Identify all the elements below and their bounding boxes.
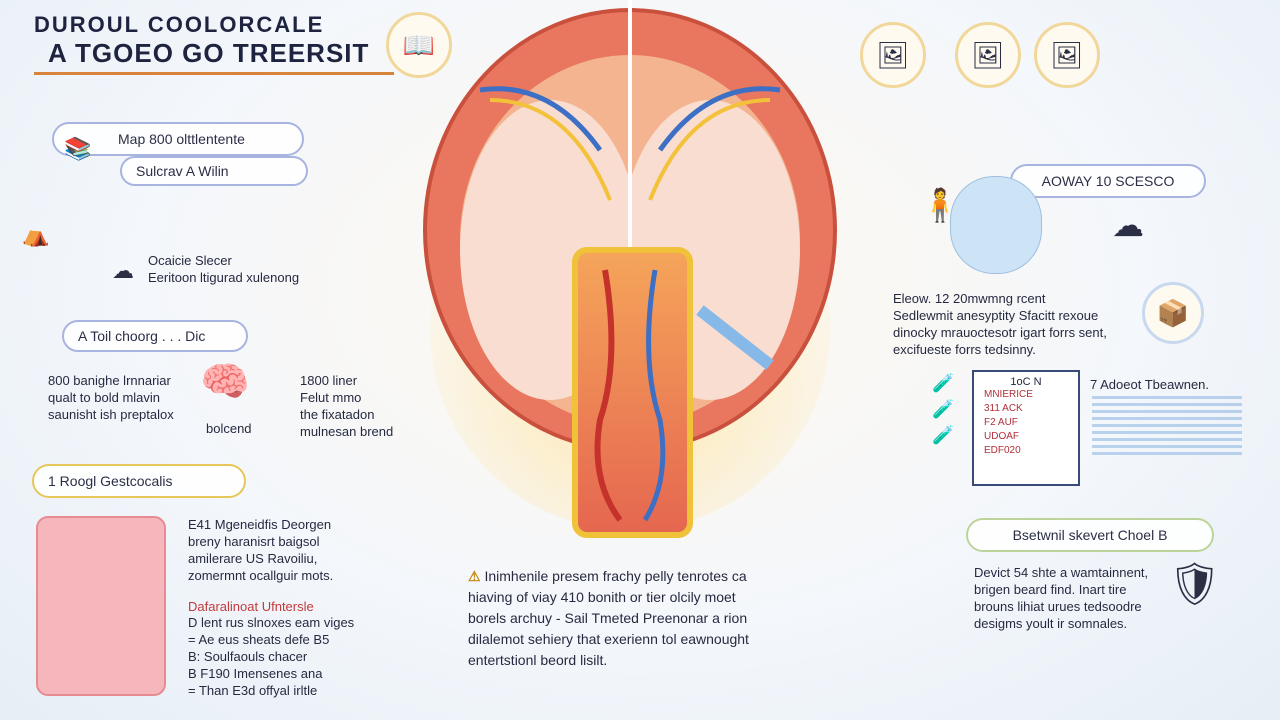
right-badge-2-text: Bsetwnil skevert Choel B: [1012, 527, 1168, 543]
left-nerve: [489, 98, 612, 201]
center-description: ⚠ Inimhenile presem frachy pelly tenrote…: [468, 566, 828, 671]
right-badge-2: Bsetwnil skevert Choel B: [966, 518, 1214, 552]
cloud-icon: ☁: [1112, 207, 1144, 243]
left-text-4-title: Dafaralinoat Ufntersle: [188, 599, 314, 614]
left-text-3: E41 Mgeneidfis Deorgen breny haranisrt b…: [188, 517, 334, 583]
faded-text-block: [1092, 396, 1242, 456]
outflow-arrow: [696, 305, 774, 370]
image-frame-icon: 🖼: [955, 22, 1021, 88]
right-text-1: Eleow. 12 20mwmng rcent Sedlewmit anesyp…: [893, 291, 1107, 357]
title-underline: [34, 72, 394, 75]
left-badge-3: 1 Roogl Gestcocalis: [32, 464, 246, 498]
left-text-2c: bolcend: [206, 421, 252, 436]
diagram-title-line1: DUROUL COOLORCALE: [34, 12, 325, 37]
cloud-icon: ☁: [112, 258, 134, 283]
data-card-row: UDOAF: [984, 431, 1019, 442]
image-frame-icon: 🖼: [1034, 22, 1100, 88]
right-badge-1-text: AOWAY 10 SCESCO: [1041, 173, 1175, 189]
left-text-1: Ocaicie Slecer Eeritoon ltigurad xulenon…: [148, 253, 300, 285]
left-vessel: [479, 86, 603, 152]
data-card-row: 311 ACK: [984, 403, 1023, 414]
brain-icon: 🧠: [200, 360, 250, 404]
left-badge-1: Map 800 olttlentente: [52, 122, 304, 156]
center-description-text: Inimhenile presem frachy pelly tenrotes …: [468, 568, 749, 668]
data-card: 1oC N MNIERICE 311 ACK F2 AUF UDOAF EDF0…: [972, 370, 1080, 486]
shield-icon: 🛡: [1168, 560, 1222, 607]
left-badge-1-text: Map 800 olttlentente: [118, 131, 245, 147]
right-vessel: [657, 86, 781, 152]
data-card-row: EDF020: [984, 445, 1021, 456]
chamber-vessel-red: [594, 269, 623, 522]
left-text-4: D lent rus slnoxes eam viges = Ae eus sh…: [188, 615, 355, 698]
data-card-row: F2 AUF: [984, 417, 1018, 428]
right-nerve: [648, 98, 771, 201]
documents-icon: 📚: [64, 136, 92, 161]
warning-icon: ⚠: [468, 568, 485, 584]
left-text-2a: 800 banighe lrnnariar qualt to bold mlav…: [48, 373, 174, 422]
flask-icons: 🧪🧪🧪: [932, 373, 955, 445]
diagram-title-line2: A TGOEO GO TREERSIT: [48, 38, 370, 68]
bubble-illustration: [950, 176, 1042, 274]
image-frame-icon: 🖼: [860, 22, 926, 88]
box-icon: 📦: [1142, 282, 1204, 344]
tent-icon: ⛺: [22, 222, 50, 247]
left-badge-3-text: 1 Roogl Gestcocalis: [48, 473, 173, 489]
chamber-vessel-blue: [642, 269, 666, 522]
data-card-row: MNIERICE: [984, 389, 1033, 400]
book-icon: 📖: [386, 12, 452, 78]
left-text-2b: 1800 liner Felut mmo the fixatadon mulne…: [300, 373, 394, 439]
right-badge-1: AOWAY 10 SCESCO: [1010, 164, 1206, 198]
medicine-pack-illustration: [36, 516, 166, 696]
right-text-2-title: 7 Adoeot Tbeawnen.: [1090, 377, 1210, 392]
data-card-title: 1oC N: [1010, 376, 1042, 388]
left-badge-1-sub: Sulcrav A Wilin: [120, 156, 308, 186]
organ-diagram: [423, 0, 837, 538]
left-badge-1-sub-text: Sulcrav A Wilin: [136, 163, 229, 179]
left-badge-2-text: A Toil choorg . . . Dic: [78, 328, 206, 344]
right-text-3: Devict 54 shte a wamtainnent, brigen bea…: [974, 565, 1149, 631]
central-chamber: [572, 247, 693, 538]
left-badge-2: A Toil choorg . . . Dic: [62, 320, 248, 352]
